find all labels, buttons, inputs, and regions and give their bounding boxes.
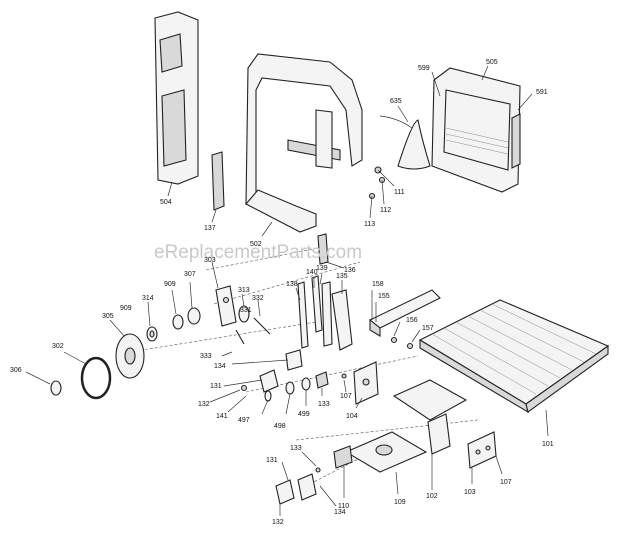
callout-306: 306 (10, 367, 22, 374)
callout-331: 331 (240, 307, 252, 314)
parts-307-909-314-wheel-hardware (146, 281, 201, 342)
callout-141: 141 (216, 413, 228, 420)
part-303-bracket (211, 261, 237, 327)
callout-labels: 504 137 502 635 599 505 591 111 112 113 … (10, 59, 554, 526)
callout-131-upper: 131 (210, 383, 222, 390)
callout-314: 314 (142, 295, 154, 302)
callout-111: 111 (394, 189, 405, 196)
callout-333: 333 (200, 353, 212, 360)
callout-909-lower: 909 (120, 305, 132, 312)
part-101-worktable (418, 299, 610, 437)
parts-133-497-499-bearings (261, 371, 329, 415)
watermark-text: eReplacementParts.com (154, 242, 362, 263)
callout-110: 110 (338, 503, 349, 510)
part-137-strip (211, 151, 225, 223)
part-109-base-bracket (344, 379, 468, 495)
callout-132-upper: 132 (198, 401, 210, 408)
callout-138: 138 (286, 281, 298, 288)
parts-302-305-306-wheel (25, 319, 145, 400)
parts-111-112-113-hardware (368, 166, 395, 219)
callout-135: 135 (336, 273, 348, 280)
callout-599: 599 (418, 65, 430, 72)
callout-155: 155 (378, 293, 390, 300)
callout-158: 158 (372, 281, 384, 288)
part-502-main-frame (245, 53, 363, 237)
parts-313-332-331-bracket-bolts (235, 293, 271, 345)
parts-104-107-trunnion (341, 361, 379, 409)
callout-113: 113 (364, 221, 375, 228)
callout-303: 303 (204, 257, 216, 264)
part-505-right-cover (431, 65, 533, 193)
parts-103-107-mount (467, 431, 503, 484)
callout-505: 505 (486, 59, 498, 66)
part-102-support (427, 413, 451, 490)
callout-302: 302 (52, 343, 64, 350)
callout-504: 504 (160, 199, 172, 206)
callout-307: 307 (184, 271, 196, 278)
part-136-guide-bar (317, 233, 345, 269)
callout-107-lower: 107 (500, 479, 512, 486)
callout-635: 635 (390, 98, 402, 105)
callout-497: 497 (238, 417, 250, 424)
callout-502: 502 (250, 241, 262, 248)
part-504-left-cover (154, 11, 199, 197)
callout-136: 136 (344, 267, 356, 274)
callout-140: 140 (306, 269, 318, 276)
callout-133-lower: 133 (290, 445, 302, 452)
callout-139: 139 (316, 265, 328, 272)
callout-103: 103 (464, 489, 476, 496)
parts-131-134-141-lower-guide (209, 349, 303, 413)
callout-112: 112 (380, 207, 391, 214)
callout-104: 104 (346, 413, 358, 420)
callout-133-upper: 133 (318, 401, 330, 408)
callout-313: 313 (238, 287, 250, 294)
part-110-block (333, 445, 353, 498)
callout-107-upper: 107 (340, 393, 352, 400)
callout-137: 137 (204, 225, 216, 232)
callout-498: 498 (274, 423, 286, 430)
callout-332: 332 (252, 295, 264, 302)
callout-134-lower: 134 (334, 509, 346, 516)
callout-305: 305 (102, 313, 114, 320)
parts-155-158-fence (368, 289, 441, 350)
callout-102: 102 (426, 493, 438, 500)
parts-131-134-lower-guide-assembly (275, 451, 337, 516)
callout-101: 101 (542, 441, 554, 448)
part-635-cone (379, 105, 431, 170)
callout-134-upper: 134 (214, 363, 226, 370)
callout-909-upper: 909 (164, 281, 176, 288)
callout-591: 591 (536, 89, 548, 96)
callout-499: 499 (298, 411, 310, 418)
parts-135-140-bars (295, 273, 353, 351)
callout-156: 156 (406, 317, 418, 324)
callout-109: 109 (394, 499, 406, 506)
callout-132-lower: 132 (272, 519, 284, 526)
callout-157: 157 (422, 325, 434, 332)
callout-131-lower: 131 (266, 457, 278, 464)
